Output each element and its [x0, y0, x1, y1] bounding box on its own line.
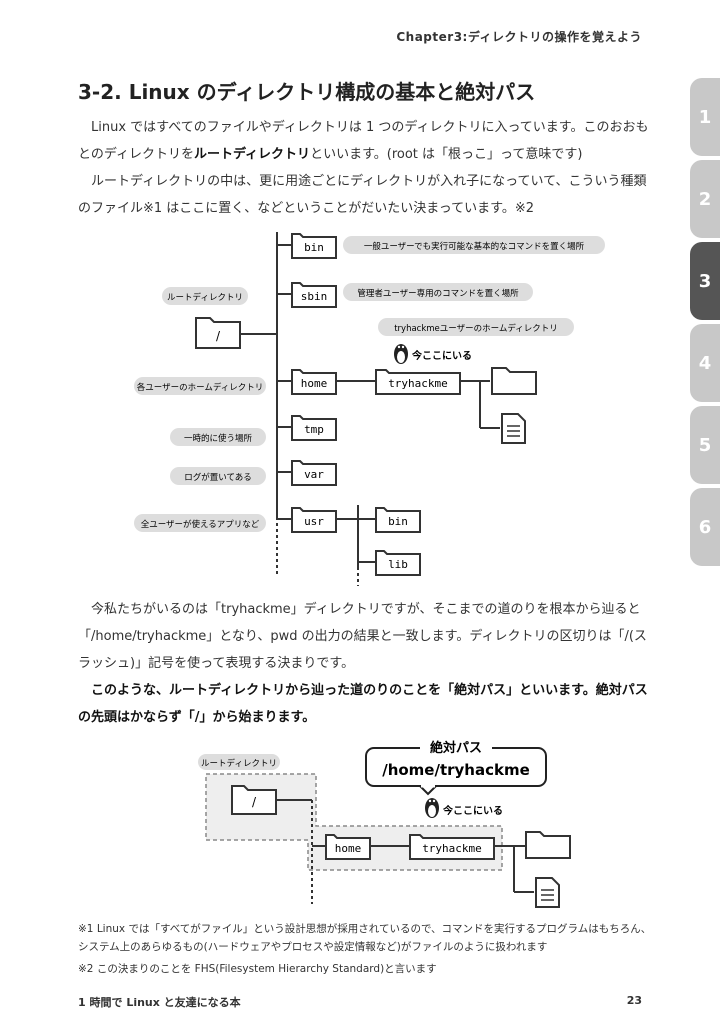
svg-text:home: home: [335, 842, 362, 855]
folder-icon-2: [525, 831, 571, 859]
folder-icon: [491, 367, 537, 395]
tryhackme-description: tryhackmeユーザーのホームディレクトリ: [394, 323, 558, 334]
page-number: 23: [626, 994, 642, 1007]
intro-paragraph-1: Linux ではすべてのファイルやディレクトリは 1 つのディレクトリに入ってい…: [78, 120, 649, 162]
tmp-description: 一時的に使う場所: [184, 433, 253, 444]
svg-text:tryhackme: tryhackme: [388, 377, 448, 390]
file-icon-2: [535, 877, 560, 908]
folder-usr-lib: lib: [375, 550, 421, 576]
svg-text:usr: usr: [304, 515, 324, 528]
book-title: 1 時間で Linux と友達になる本: [78, 996, 241, 1009]
body-paragraph-4: このような、ルートディレクトリから辿った道のりのことを「絶対パス」といいます。絶…: [78, 683, 648, 725]
chapter-tab-6[interactable]: 6: [690, 488, 720, 566]
root-folder-label-2: /: [252, 795, 257, 809]
folder-home-2: home: [325, 834, 371, 860]
chapter-tab-5[interactable]: 5: [690, 406, 720, 484]
penguin-icon: [394, 344, 408, 364]
svg-text:bin: bin: [304, 241, 324, 254]
file-icon: [501, 413, 526, 444]
absolute-path-title: 絶対パス: [429, 740, 482, 756]
root-folder-icon: [195, 317, 241, 349]
penguin-icon-2: [425, 798, 439, 818]
folder-tryhackme-2: tryhackme: [409, 834, 495, 860]
intro-paragraph-2: ルートディレクトリの中は、更に用途ごとにディレクトリが入れ子になっていて、こうい…: [78, 174, 647, 216]
folder-usr: usr: [291, 507, 337, 533]
svg-text:lib: lib: [388, 558, 408, 571]
body-paragraph-3: 今私たちがいるのは「tryhackme」ディレクトリですが、そこまでの道のりを根…: [78, 602, 647, 671]
svg-text:tryhackme: tryhackme: [422, 842, 482, 855]
folder-usr-bin: bin: [375, 507, 421, 533]
folder-home: home: [291, 369, 337, 395]
home-description: 各ユーザーのホームディレクトリ: [137, 382, 263, 393]
svg-text:bin: bin: [388, 515, 408, 528]
folder-bin: bin: [291, 233, 337, 259]
root-directory-label-2: ルートディレクトリ: [201, 758, 277, 769]
chapter-tab-3[interactable]: 3: [690, 242, 720, 320]
footnote-1: ※1 Linux では「すべてがファイル」という設計思想が採用されているので、コ…: [78, 923, 652, 953]
chapter-tab-4[interactable]: 4: [690, 324, 720, 402]
absolute-path-diagram: ルートディレクトリ / home tryhackme 絶対パス /home/tr…: [198, 740, 571, 908]
section-title: 3-2. Linux のディレクトリ構成の基本と絶対パス: [78, 80, 536, 104]
chapter-tab-2[interactable]: 2: [690, 160, 720, 238]
svg-text:tmp: tmp: [304, 423, 324, 436]
directory-tree-diagram: / ルートディレクトリ bin sbin home tmp var usr tr…: [134, 232, 605, 586]
folder-tryhackme: tryhackme: [375, 369, 461, 395]
svg-text:sbin: sbin: [301, 290, 328, 303]
svg-text:home: home: [301, 377, 328, 390]
footnote-2: ※2 この決まりのことを FHS(Filesystem Hierarchy St…: [78, 963, 437, 975]
bin-description: 一般ユーザーでも実行可能な基本的なコマンドを置く場所: [364, 241, 585, 252]
chapter-tab-1[interactable]: 1: [690, 78, 720, 156]
current-location-label: 今ここにいる: [411, 349, 472, 362]
svg-text:var: var: [304, 468, 324, 481]
chapter-header: Chapter3:ディレクトリの操作を覚えよう: [396, 30, 642, 44]
root-folder-icon-2: [231, 785, 277, 815]
var-description: ログが置いてある: [184, 472, 252, 483]
root-folder-label: /: [216, 329, 221, 343]
usr-description: 全ユーザーが使えるアプリなど: [141, 519, 260, 530]
folder-tmp: tmp: [291, 415, 337, 441]
folder-sbin: sbin: [291, 282, 337, 308]
root-directory-label: ルートディレクトリ: [167, 292, 243, 303]
folder-var: var: [291, 460, 337, 486]
current-location-label-2: 今ここにいる: [442, 804, 503, 817]
absolute-path-value: /home/tryhackme: [382, 761, 530, 779]
sbin-description: 管理者ユーザー専用のコマンドを置く場所: [357, 288, 519, 299]
